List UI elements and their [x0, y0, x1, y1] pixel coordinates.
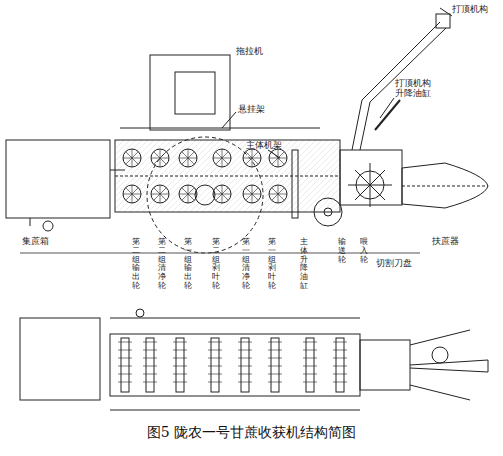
- part-label: 第二组清净轮: [158, 238, 166, 291]
- roller-bar: [176, 338, 184, 392]
- part-label: 主体机架: [246, 140, 282, 150]
- roller: [269, 185, 287, 203]
- part-label: 第二组剥叶轮: [212, 238, 220, 291]
- roller-bar: [336, 338, 344, 392]
- roller: [151, 149, 169, 167]
- roller: [123, 149, 141, 167]
- roller: [243, 149, 261, 167]
- part-label: 喂入轮: [360, 238, 368, 264]
- part-label: 打顶机构升降油缸: [395, 78, 433, 99]
- roller: [213, 149, 231, 167]
- figure-caption: 图5 陇农一号甘蔗收获机结构简图: [147, 424, 356, 440]
- part-label: 打顶机构: [452, 4, 488, 14]
- part-label: 第一组剥叶轮: [268, 238, 276, 291]
- roller: [151, 185, 169, 203]
- part-label: 第一组输出轮: [184, 238, 192, 291]
- part-label: 第一组清净轮: [242, 238, 250, 291]
- part-label: 扶蔗器: [432, 236, 459, 246]
- part-label: 第二组输出轮: [132, 238, 140, 291]
- part-label: 拖拉机: [236, 46, 263, 56]
- part-label: 切割刀盘: [376, 258, 412, 268]
- roller-bar: [271, 338, 279, 392]
- part-label: 悬挂架: [238, 104, 265, 114]
- roller-bar: [241, 338, 249, 392]
- roller: [213, 185, 231, 203]
- roller: [269, 149, 287, 167]
- roller: [123, 185, 141, 203]
- roller: [179, 149, 197, 167]
- roller: [179, 185, 197, 203]
- roller: [243, 185, 261, 203]
- part-label: 输送轮: [338, 238, 346, 264]
- part-label: 主体升降油缸: [300, 238, 308, 291]
- roller-bar: [211, 338, 219, 392]
- roller-bar: [121, 338, 129, 392]
- roller-bar: [306, 338, 314, 392]
- roller-bar: [146, 338, 154, 392]
- part-label: 集蔗箱: [22, 236, 49, 246]
